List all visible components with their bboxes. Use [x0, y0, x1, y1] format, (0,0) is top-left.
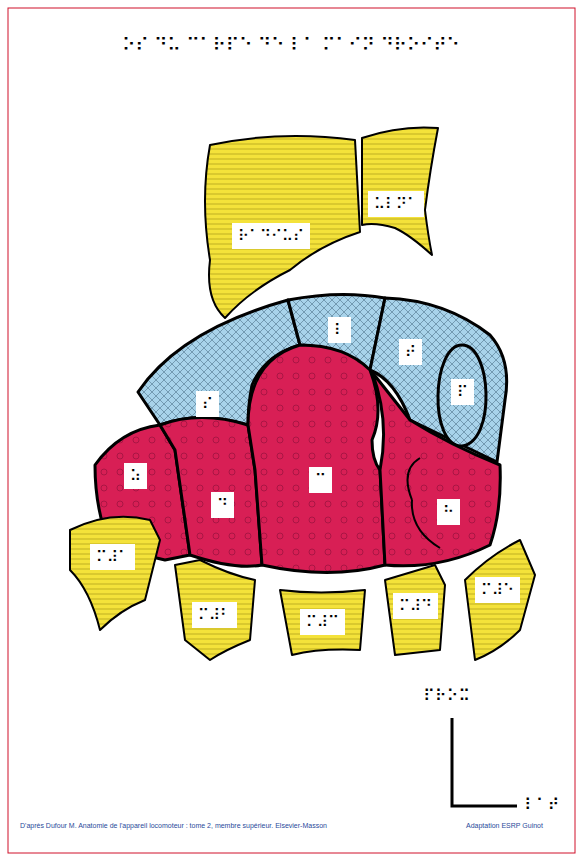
braille-label: ⠍⠼⠃ [192, 602, 237, 628]
adaptation-credit: Adaptation ESRP Guinot [466, 822, 543, 829]
metacarpal-bone: ⠍⠼⠁ [62, 505, 167, 637]
braille-label: ⠓ [437, 499, 460, 525]
braille-label: ⠍⠼⠑ [475, 577, 520, 603]
metacarpal-bone: ⠍⠼⠉ [275, 585, 370, 660]
metacarpal-bone: ⠍⠼⠑ [460, 535, 540, 665]
hamate-hook [408, 458, 441, 548]
pisiform-bone: ⠏ [425, 340, 500, 450]
bone-outline [365, 365, 510, 575]
metacarpal-bone: ⠍⠼⠙ [380, 560, 450, 660]
axis-label: ⠇⠁⠞ [524, 795, 559, 814]
braille-label: ⠍⠼⠉ [300, 609, 345, 635]
braille-label: ⠥⠇⠝⠁ [368, 191, 424, 217]
braille-label: ⠍⠼⠁ [90, 544, 135, 570]
braille-label: ⠵ [124, 463, 147, 489]
braille-label: ⠍⠼⠙ [393, 593, 438, 619]
axis-lines [452, 718, 517, 806]
braille-label: ⠗⠁⠙⠊⠥⠎ [232, 223, 310, 249]
bone-outline [244, 338, 390, 578]
braille-title: ⠕⠎ ⠙⠥ ⠉⠁⠗⠏⠑ ⠙⠑ ⠇⠁ ⠍⠁⠊⠝ ⠙⠗⠕⠊⠞⠑ [91, 30, 491, 60]
metacarpal-bone: ⠍⠼⠃ [170, 555, 262, 665]
braille-label: ⠇ [328, 317, 351, 343]
hamate-bone: ⠓ [365, 365, 510, 575]
braille-label: ⠉ [309, 467, 332, 493]
braille-label: ⠙ [211, 492, 234, 518]
braille-label: ⠎ [196, 391, 219, 417]
ulna-bone: ⠥⠇⠝⠁ [355, 118, 445, 263]
bone-outline [62, 505, 167, 637]
axis-label: ⠏⠗⠕⠭ [423, 686, 470, 705]
braille-label: ⠞ [399, 339, 422, 365]
capitate-bone: ⠉ [244, 338, 390, 578]
braille-label: ⠏ [451, 379, 474, 405]
source-credit: D'après Dufour M. Anatomie de l'appareil… [20, 822, 327, 829]
